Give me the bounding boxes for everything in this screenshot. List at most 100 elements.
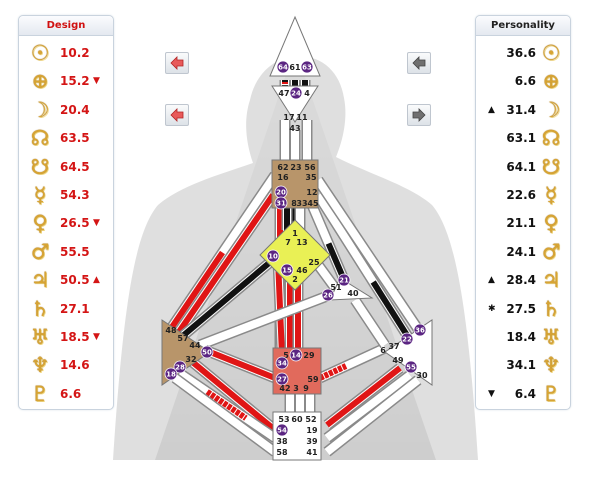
planet-gate-value: 55.5 <box>60 244 90 259</box>
planet-glyph-icon: ♂ <box>541 239 561 264</box>
personality-panel: Personality ☉36.6⊕6.6☽31.4▲☊63.1☋64.1☿22… <box>475 15 571 410</box>
design-planet-row: ♃ 50.5▲ <box>19 267 113 293</box>
planet-glyph-icon: ♀ <box>32 211 48 236</box>
gate-label: 39 <box>306 437 318 446</box>
gate-label: 32 <box>185 355 196 364</box>
channel-26-44 <box>198 289 332 351</box>
gate-label: 21 <box>339 277 349 285</box>
design-panel: Design ☉10.2⊕15.2▼☽20.4☊63.5☋64.5☿54.3♀2… <box>18 15 114 410</box>
gate-label: 14 <box>291 352 301 360</box>
g-center <box>259 219 331 291</box>
right-arrow-icon <box>412 108 426 122</box>
gate-label: 53 <box>278 415 289 424</box>
gate-14: 14 <box>289 348 303 362</box>
gate-label: 58 <box>276 448 288 457</box>
gate-label: 15 <box>282 267 292 275</box>
design-planet-row: ☽ 20.4 <box>19 97 113 123</box>
personality-prev-button[interactable] <box>407 52 431 74</box>
gate-label: 54 <box>277 427 287 435</box>
planet-mark: ▼ <box>488 388 495 399</box>
gate-label: 29 <box>303 351 315 360</box>
personality-planet-row: ♀21.1 <box>476 210 570 236</box>
gate-18: 18 <box>164 367 178 381</box>
gate-label: 28 <box>175 364 185 372</box>
planet-gate-value: 28.4 <box>506 273 536 288</box>
channel-10-57 <box>168 253 279 350</box>
planet-gate-value: 22.6 <box>506 188 536 202</box>
planet-glyph-icon: ☽ <box>30 97 50 122</box>
gate-label: 56 <box>304 163 316 172</box>
planet-gate-value: 14.6 <box>60 358 90 373</box>
gate-15: 15 <box>280 263 294 277</box>
gate-label: 4 <box>304 89 310 98</box>
design-planet-row: ♅18.5▼ <box>19 324 113 350</box>
planet-gate-value: 36.6 <box>506 46 536 60</box>
gate-label: 25 <box>308 258 320 267</box>
gate-label: 35 <box>305 173 317 182</box>
gate-label: 44 <box>189 341 201 350</box>
personality-planet-row: ☽ 31.4 ▲ <box>476 97 570 123</box>
planet-gate-value: 21.1 <box>506 216 536 231</box>
personality-next-button[interactable] <box>407 104 431 126</box>
planet-glyph-icon: ☊ <box>30 126 50 151</box>
personality-planet-row: ♄27.5✱ <box>476 296 570 322</box>
gate-label: 51 <box>330 283 342 292</box>
gate-label: 6 <box>380 346 386 355</box>
planet-gate-value: 63.1 <box>506 131 536 146</box>
planet-glyph-icon: ☽ <box>541 97 561 122</box>
gate-label: 46 <box>296 266 308 275</box>
design-prev-button[interactable] <box>165 52 189 74</box>
channel-37-40 <box>350 296 390 349</box>
planet-glyph-icon: ☿ <box>33 183 47 207</box>
channel-55-39 <box>323 370 414 443</box>
gate-label: 24 <box>291 90 301 98</box>
gate-label: 45 <box>307 199 319 208</box>
design-planet-row: ☊63.5 <box>19 125 113 151</box>
planet-mark: ▲ <box>488 104 495 115</box>
planet-gate-value: 6.6 <box>60 386 82 401</box>
planet-gate-value: 15.2 <box>60 74 90 89</box>
gate-28: 28 <box>173 360 187 374</box>
gate-label: 2 <box>292 275 298 284</box>
planet-gate-value: 18.5 <box>60 330 90 344</box>
personality-planet-row: ♆34.1 <box>476 352 570 378</box>
planet-glyph-icon: ☊ <box>541 126 561 151</box>
design-planet-row: ♂55.5 <box>19 239 113 265</box>
gate-label: 62 <box>277 163 288 172</box>
personality-planet-row: ☿22.6 <box>476 182 570 208</box>
gate-label: 19 <box>306 426 318 435</box>
planet-gate-value: 31.4 <box>506 102 536 117</box>
planet-gate-value: 6.4 <box>514 386 536 401</box>
gate-50: 50 <box>200 345 214 359</box>
planet-gate-value: 64.5 <box>60 159 90 174</box>
gate-21: 21 <box>337 273 351 287</box>
gate-label: 11 <box>296 113 308 122</box>
planet-glyph-icon: ☉ <box>30 41 50 65</box>
gate-64: 64 <box>276 60 290 74</box>
channel-12-22 <box>313 192 415 343</box>
gate-label: 60 <box>291 415 303 424</box>
left-arrow-icon <box>170 108 184 122</box>
gate-label: 36 <box>415 327 425 335</box>
gate-label: 33 <box>296 199 307 208</box>
gate-label: 34 <box>277 360 287 368</box>
planet-mark: ▲ <box>93 275 100 286</box>
design-next-button[interactable] <box>165 104 189 126</box>
channel-28-38 <box>174 367 279 443</box>
channel-32-54 <box>186 355 279 435</box>
planet-gate-value: 50.5 <box>60 273 90 288</box>
planet-glyph-icon: ♇ <box>541 381 561 406</box>
gate-label: 16 <box>277 173 289 182</box>
planet-glyph-icon: ☋ <box>30 154 50 179</box>
gate-label: 7 <box>285 238 291 247</box>
personality-panel-title: Personality <box>476 16 570 36</box>
planet-gate-value: 20.4 <box>60 102 90 117</box>
gate-label: 26 <box>323 292 333 300</box>
planet-gate-value: 64.1 <box>506 159 536 174</box>
planet-glyph-icon: ♃ <box>30 268 50 293</box>
gate-label: 17 <box>283 113 294 122</box>
personality-planet-row: ⊕6.6 <box>476 68 570 94</box>
planet-glyph-icon: ♄ <box>541 296 561 321</box>
gate-label: 59 <box>307 375 319 384</box>
